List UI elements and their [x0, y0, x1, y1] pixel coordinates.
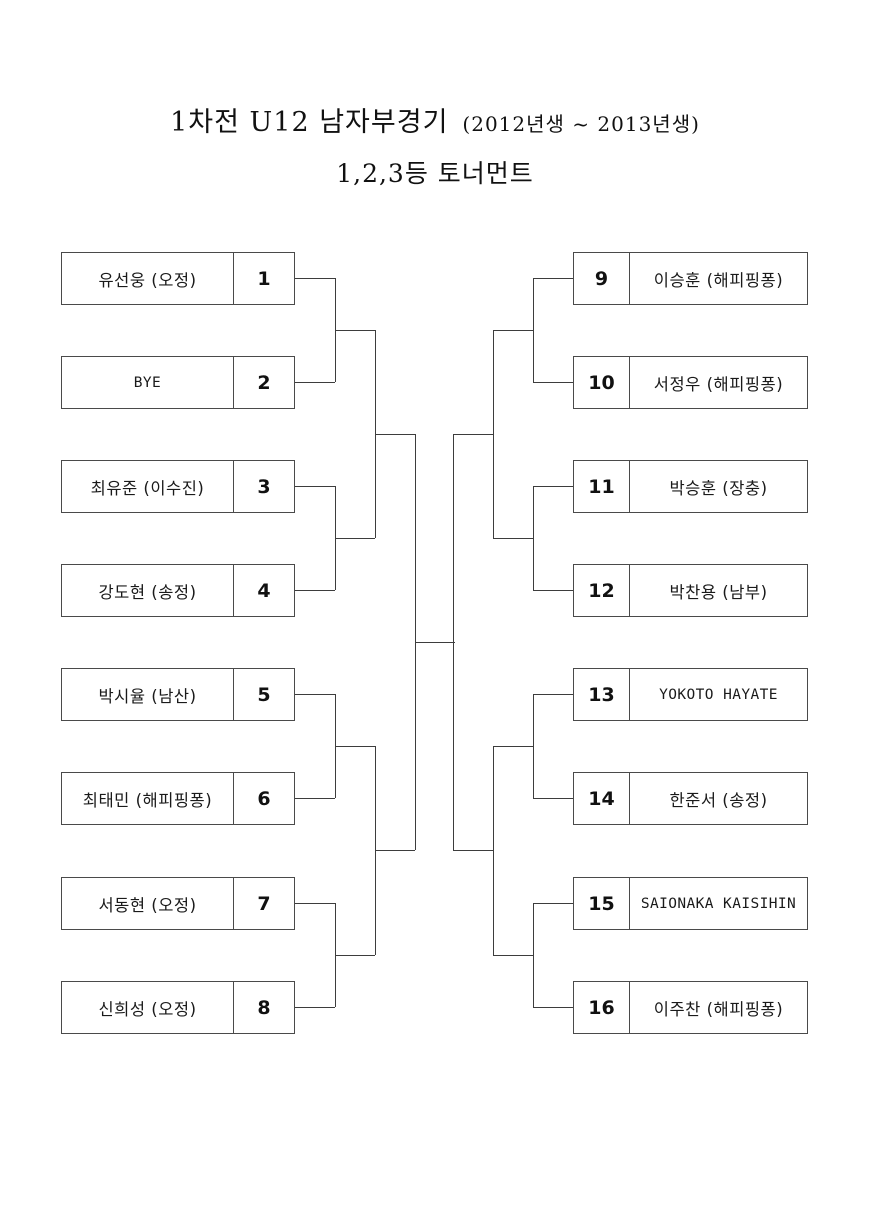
- seed-number: 9: [574, 253, 630, 304]
- connector-right-r1-b-bottom: [533, 590, 573, 591]
- connector-left-r2-a-out: [375, 434, 415, 435]
- connector-left-r1-a-top: [295, 278, 335, 279]
- page-title: 1차전 U12 남자부경기 (2012년생 ~ 2013년생) 1,2,3등 토너…: [0, 100, 870, 190]
- player-name: BYE: [133, 374, 162, 391]
- bracket-slot-14[interactable]: 14 한준서 (송정): [573, 772, 808, 825]
- connector-right-r2-b-out: [453, 850, 493, 851]
- player-name: 최유준 (이수진): [90, 478, 205, 498]
- seed-number: 4: [233, 565, 294, 616]
- connector-right-r1-b-top: [533, 486, 573, 487]
- seed-number: 2: [233, 357, 294, 408]
- bracket-slot-4[interactable]: 강도현 (송정) 4: [61, 564, 295, 617]
- title-main-text: 1차전 U12 남자부경기: [170, 107, 449, 138]
- player-name: 박시율 (남산): [98, 686, 197, 706]
- bracket-slot-15[interactable]: 15 SAIONAKA KAISIHIN: [573, 877, 808, 930]
- seed-number: 3: [233, 461, 294, 512]
- connector-right-r1-d-out: [493, 955, 533, 956]
- player-name: 신희성 (오정): [98, 999, 197, 1019]
- seed-number: 13: [574, 669, 630, 720]
- seed-number: 7: [233, 878, 294, 929]
- bracket-slot-13[interactable]: 13 YOKOTO HAYATE: [573, 668, 808, 721]
- seed-number: 11: [574, 461, 630, 512]
- bracket-slot-2[interactable]: BYE 2: [61, 356, 295, 409]
- title-line-1: 1차전 U12 남자부경기 (2012년생 ~ 2013년생): [0, 100, 870, 139]
- connector-left-r1-b-out: [335, 538, 375, 539]
- connector-right-r1-c-bottom: [533, 798, 573, 799]
- connector-left-r1-a-bottom: [295, 382, 335, 383]
- bracket-slot-12[interactable]: 12 박찬용 (남부): [573, 564, 808, 617]
- bracket-slot-10[interactable]: 10 서정우 (해피핑퐁): [573, 356, 808, 409]
- connector-right-r1-d-vert: [533, 903, 534, 1007]
- title-line-2: 1,2,3등 토너먼트: [336, 159, 534, 188]
- connector-left-r1-c-bottom: [295, 798, 335, 799]
- seed-number: 8: [233, 982, 294, 1033]
- bracket-slot-6[interactable]: 최태민 (해피핑퐁) 6: [61, 772, 295, 825]
- player-name: 최태민 (해피핑퐁): [82, 790, 213, 810]
- player-name: 서정우 (해피핑퐁): [653, 374, 784, 394]
- title-birthyear-range: (2012년생 ~ 2013년생): [462, 112, 700, 136]
- connector-right-r2-a-out: [453, 434, 493, 435]
- connector-left-r1-d-top: [295, 903, 335, 904]
- player-name: 이주찬 (해피핑퐁): [653, 999, 784, 1019]
- connector-left-r1-d-bottom: [295, 1007, 335, 1008]
- connector-right-r1-b-out: [493, 538, 533, 539]
- seed-number: 12: [574, 565, 630, 616]
- seed-number: 10: [574, 357, 630, 408]
- bracket-slot-11[interactable]: 11 박승훈 (장충): [573, 460, 808, 513]
- connector-left-r1-c-top: [295, 694, 335, 695]
- connector-right-r1-a-top: [533, 278, 573, 279]
- player-name: 한준서 (송정): [669, 790, 768, 810]
- bracket-slot-9[interactable]: 9 이승훈 (해피핑퐁): [573, 252, 808, 305]
- connector-right-r2-a-vert: [493, 330, 494, 538]
- player-name: 강도현 (송정): [98, 582, 197, 602]
- connector-left-r1-d-out: [335, 955, 375, 956]
- connector-left-r1-b-top: [295, 486, 335, 487]
- player-name: SAIONAKA KAISIHIN: [640, 895, 797, 912]
- bracket-slot-16[interactable]: 16 이주찬 (해피핑퐁): [573, 981, 808, 1034]
- connector-right-r1-d-bottom: [533, 1007, 573, 1008]
- seed-number: 14: [574, 773, 630, 824]
- connector-left-r1-c-out: [335, 746, 375, 747]
- connector-right-r1-c-out: [493, 746, 533, 747]
- player-name: 유선웅 (오정): [98, 270, 197, 290]
- player-name: 박승훈 (장충): [669, 478, 768, 498]
- connector-final-center: [415, 642, 455, 643]
- connector-right-r1-c-top: [533, 694, 573, 695]
- connector-right-r1-d-top: [533, 903, 573, 904]
- connector-left-r1-b-bottom: [295, 590, 335, 591]
- bracket-slot-1[interactable]: 유선웅 (오정) 1: [61, 252, 295, 305]
- connector-right-r1-a-vert: [533, 278, 534, 382]
- player-name: 서동현 (오정): [98, 895, 197, 915]
- connector-right-r1-a-bottom: [533, 382, 573, 383]
- bracket-slot-7[interactable]: 서동현 (오정) 7: [61, 877, 295, 930]
- connector-right-r1-b-vert: [533, 486, 534, 590]
- bracket-slot-8[interactable]: 신희성 (오정) 8: [61, 981, 295, 1034]
- seed-number: 5: [233, 669, 294, 720]
- player-name: 이승훈 (해피핑퐁): [653, 270, 784, 290]
- seed-number: 6: [233, 773, 294, 824]
- connector-left-r1-a-out: [335, 330, 375, 331]
- seed-number: 16: [574, 982, 630, 1033]
- player-name: 박찬용 (남부): [669, 582, 768, 602]
- player-name: YOKOTO HAYATE: [659, 686, 778, 703]
- connector-right-r1-c-vert: [533, 694, 534, 798]
- bracket-slot-5[interactable]: 박시율 (남산) 5: [61, 668, 295, 721]
- bracket-slot-3[interactable]: 최유준 (이수진) 3: [61, 460, 295, 513]
- connector-left-r2-b-out: [375, 850, 415, 851]
- connector-right-r1-a-out: [493, 330, 533, 331]
- seed-number: 15: [574, 878, 630, 929]
- seed-number: 1: [233, 253, 294, 304]
- connector-right-r2-b-vert: [493, 746, 494, 955]
